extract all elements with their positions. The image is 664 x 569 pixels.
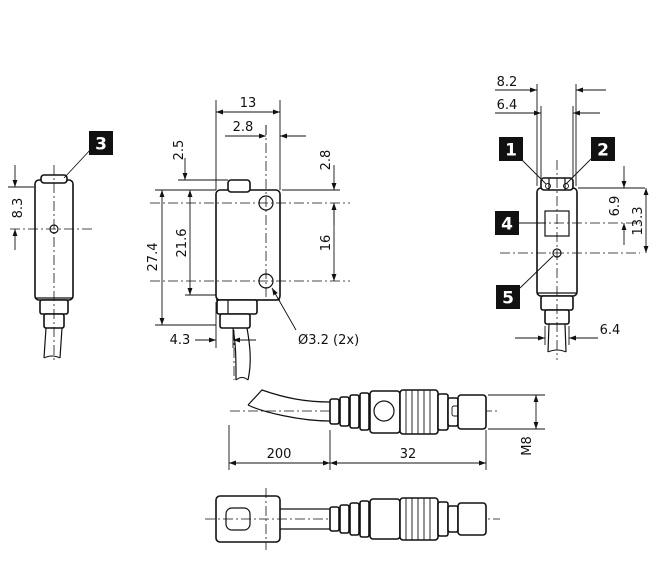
dim-2-5: 2.5 — [172, 140, 187, 161]
dim-6-9: 6.9 — [608, 196, 623, 217]
dim-21-6: 21.6 — [175, 229, 190, 258]
callout-2-label: 2 — [597, 141, 609, 161]
dim-4-3: 4.3 — [170, 333, 191, 348]
dim-6-4-top: 6.4 — [497, 98, 518, 113]
dim-8-2: 8.2 — [497, 75, 518, 90]
dim-2-8-right: 2.8 — [319, 150, 334, 171]
dim-16: 16 — [319, 235, 334, 252]
connector-thread — [457, 394, 487, 430]
callout-badge-4 — [495, 211, 519, 235]
callout-badge-2 — [591, 137, 615, 161]
dim-6-4-bottom: 6.4 — [600, 323, 621, 338]
callout-1-label: 1 — [505, 141, 517, 161]
strain-relief — [329, 392, 370, 431]
callout-4-label: 4 — [501, 215, 513, 235]
callout-badge-3 — [89, 131, 113, 155]
dim-13: 13 — [240, 96, 257, 111]
callout-badge-1 — [499, 137, 523, 161]
side-view-left: 8.3 3 — [8, 131, 113, 360]
dim-27-4: 27.4 — [146, 243, 161, 272]
front-view: 13 2.8 2.5 27.4 21.6 2.8 16 4.3 Ø — [146, 96, 359, 381]
callout-badge-5 — [496, 285, 520, 309]
dim-8-3: 8.3 — [11, 198, 26, 219]
end-view-right: 8.2 6.4 6.9 13.3 6.4 1 2 4 5 — [495, 75, 649, 360]
dim-13-3: 13.3 — [631, 207, 646, 236]
dim-200: 200 — [267, 447, 292, 462]
connector-grip-dot — [373, 400, 395, 422]
dim-m8: M8 — [520, 436, 535, 456]
bottom-view — [205, 488, 500, 550]
cable-connector-side: 200 32 M8 — [228, 389, 545, 470]
callout-5-label: 5 — [502, 289, 514, 309]
dim-2-8-top: 2.8 — [233, 120, 254, 135]
callout-3-label: 3 — [95, 135, 107, 155]
dim-hole-diameter: Ø3.2 (2x) — [298, 333, 359, 348]
dim-32: 32 — [400, 447, 417, 462]
